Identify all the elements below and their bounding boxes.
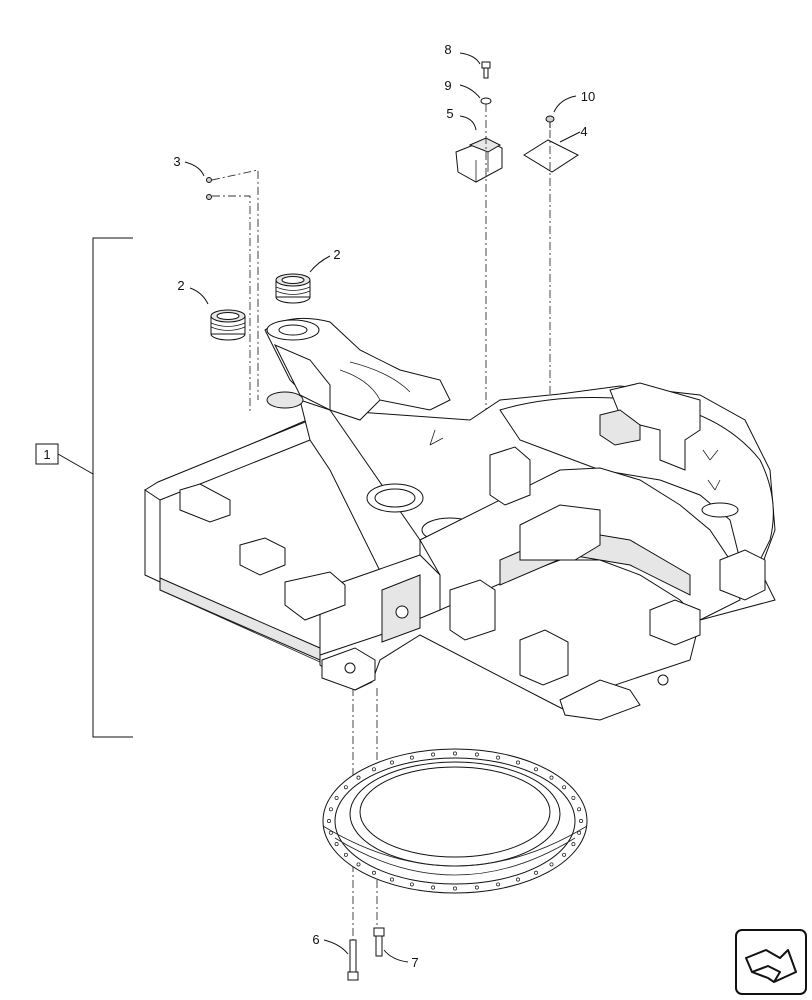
callout-9[interactable]: 9	[444, 78, 451, 93]
ring-bolt-hole	[372, 870, 376, 875]
callout-2-upper[interactable]: 2	[333, 247, 340, 262]
callout-box-1	[35, 443, 59, 465]
ring-bolt-hole	[343, 785, 348, 790]
ring-bolt-hole	[409, 882, 414, 887]
part-2-bushing-lower[interactable]	[189, 287, 246, 341]
ring-bolt-hole	[453, 751, 457, 756]
callout-2-lower[interactable]: 2	[177, 278, 184, 293]
ring-bolt-hole	[577, 830, 582, 835]
ring-bolt-hole	[343, 852, 348, 857]
ring-bolt-hole	[496, 755, 501, 760]
part-5-bracket[interactable]	[455, 115, 503, 183]
ring-bolt-hole	[372, 767, 376, 772]
ring-bolt-hole	[516, 877, 520, 882]
ring-bolt-hole	[549, 775, 554, 780]
ring-bolt-hole	[390, 877, 394, 882]
callout-10[interactable]: 10	[581, 89, 595, 104]
part-10-screw[interactable]	[545, 95, 577, 128]
callout-7[interactable]: 7	[411, 955, 418, 970]
ring-bolt-hole	[562, 785, 567, 790]
ring-bolt-hole	[328, 807, 333, 812]
ring-bolt-hole	[390, 760, 394, 765]
ring-bolt-hole	[579, 819, 583, 823]
upper-frame[interactable]	[144, 317, 776, 721]
ring-bolt-hole	[453, 886, 457, 891]
part-2-bushing-upper[interactable]	[275, 255, 331, 304]
callout-5[interactable]: 5	[446, 106, 453, 121]
ring-bolt-hole	[516, 760, 520, 765]
next-page-arrow-icon[interactable]	[735, 929, 807, 995]
ring-bolt-hole	[409, 755, 414, 760]
callout-6[interactable]: 6	[312, 932, 319, 947]
ring-bolt-hole	[571, 842, 576, 847]
callout-4[interactable]: 4	[580, 124, 587, 139]
ring-bolt-hole	[431, 752, 436, 757]
callout-3[interactable]: 3	[173, 154, 180, 169]
ring-bolt-holes	[327, 751, 583, 891]
ring-bolt-hole	[334, 842, 339, 847]
ring-bolt-hole	[334, 795, 339, 800]
ring-bolt-hole	[534, 870, 538, 875]
assembly-bracket: 1	[35, 237, 133, 738]
part-8-bolt[interactable]	[459, 52, 491, 79]
part-3-pins[interactable]	[184, 161, 212, 200]
ring-bolt-hole	[496, 882, 501, 887]
part-9-washer[interactable]	[459, 84, 492, 105]
callout-8[interactable]: 8	[444, 42, 451, 57]
part-6-bolt[interactable]	[323, 939, 359, 981]
ring-bolt-hole	[534, 767, 538, 772]
part-7-bolt[interactable]	[373, 927, 409, 963]
ring-bolt-hole	[431, 885, 436, 890]
ring-bolt-hole	[356, 862, 361, 867]
ring-bolt-hole	[356, 775, 361, 780]
ring-bolt-hole	[327, 819, 331, 823]
ring-bolt-hole	[562, 852, 567, 857]
callout-1[interactable]: 1	[43, 447, 50, 462]
ring-bolt-hole	[549, 862, 554, 867]
ring-bolt-hole	[474, 752, 479, 757]
swing-bearing-ring[interactable]	[322, 748, 588, 894]
ring-bolt-hole	[328, 830, 333, 835]
ring-bolt-hole	[474, 885, 479, 890]
ring-bolt-hole	[577, 807, 582, 812]
ring-bolt-hole	[571, 795, 576, 800]
part-4-plate[interactable]	[523, 131, 581, 173]
